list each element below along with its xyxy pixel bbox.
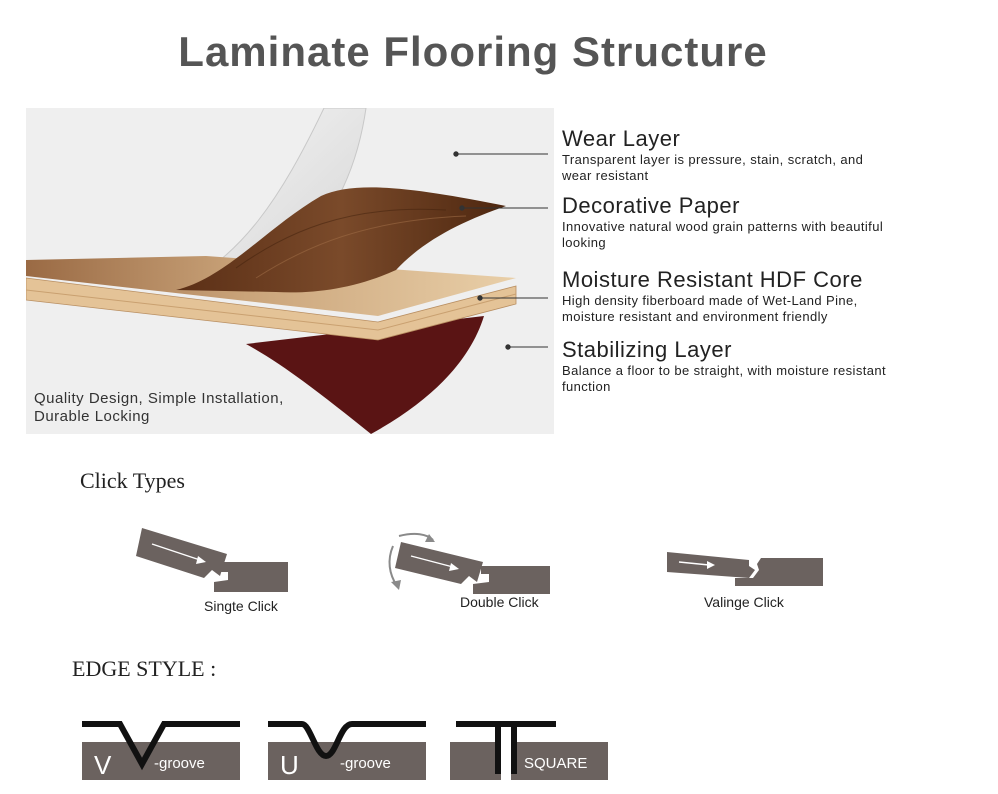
layer-desc-line-1: Balance a floor to be straight, with moi… — [562, 363, 887, 378]
flooring-illustration — [25, 107, 554, 434]
layer-desc-line-1: Transparent layer is pressure, stain, sc… — [562, 152, 864, 167]
layer-hdf-core: Moisture Resistant HDF Core High density… — [562, 267, 982, 325]
layer-name: Decorative Paper — [562, 193, 740, 218]
layer-desc-line-2: looking — [562, 235, 606, 250]
edge-letter: U — [280, 750, 299, 780]
edge-style-heading: EDGE STYLE : — [72, 656, 217, 681]
layer-decorative-paper: Decorative Paper Innovative natural wood… — [562, 193, 982, 251]
edge-letter: V — [94, 750, 112, 780]
flooring-layers-drawing — [25, 107, 517, 434]
layer-name: Moisture Resistant HDF Core — [562, 267, 863, 292]
v-groove-diagram: V -groove — [82, 721, 240, 780]
illustration-caption: Quality Design, Simple Installation, Dur… — [34, 390, 284, 426]
layer-desc-line-1: Innovative natural wood grain patterns w… — [562, 219, 884, 234]
layer-name: Stabilizing Layer — [562, 337, 732, 362]
layer-name: Wear Layer — [562, 126, 681, 151]
stabilizing-layer — [246, 316, 484, 434]
double-click-diagram — [388, 532, 550, 594]
edge-suffix: -groove — [154, 755, 205, 772]
edge-suffix: SQUARE — [524, 755, 587, 772]
caption-line-2: Durable Locking — [34, 408, 150, 425]
layer-desc-line-2: wear resistant — [562, 168, 649, 183]
layer-desc-line-2: moisture resistant and environment frien… — [562, 309, 828, 324]
decorative-paper — [176, 187, 506, 293]
layer-desc-line-1: High density fiberboard made of Wet-Land… — [562, 293, 858, 308]
click-type-label-single: Singte Click — [204, 598, 278, 614]
layer-desc-line-2: function — [562, 379, 611, 394]
edge-suffix: -groove — [340, 755, 391, 772]
layer-wear: Wear Layer Transparent layer is pressure… — [562, 126, 982, 184]
valinge-click-diagram — [667, 552, 823, 586]
click-types-heading: Click Types — [80, 468, 185, 493]
layer-stabilizing: Stabilizing Layer Balance a floor to be … — [562, 337, 982, 395]
hdf-core-edge — [25, 277, 517, 341]
caption-line-1: Quality Design, Simple Installation, — [34, 390, 284, 407]
single-click-diagram — [136, 528, 288, 592]
square-edge-diagram: SQUARE — [450, 721, 608, 780]
u-groove-diagram: U -groove — [268, 721, 426, 780]
page-title: Laminate Flooring Structure — [178, 28, 768, 75]
click-type-label-valinge: Valinge Click — [704, 594, 784, 610]
click-type-label-double: Double Click — [460, 594, 539, 610]
